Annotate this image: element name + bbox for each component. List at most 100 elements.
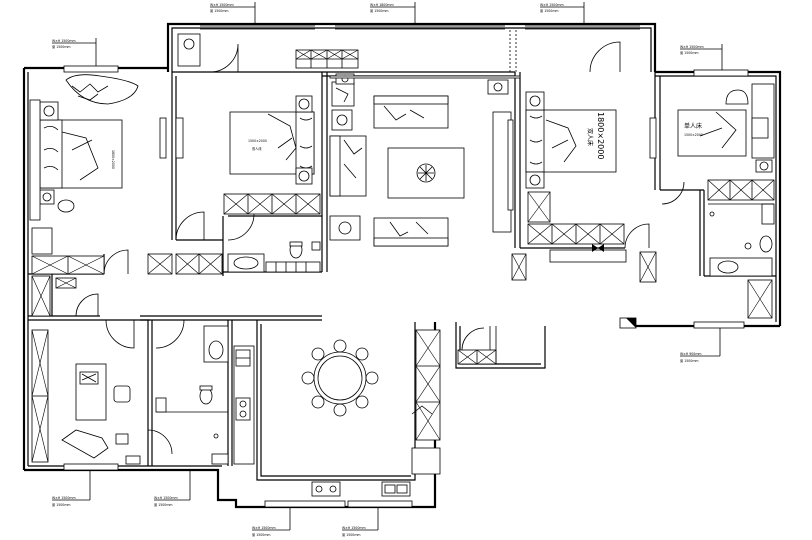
side-table-bottom xyxy=(329,215,361,241)
svg-text:窗 1500mm: 窗 1500mm xyxy=(252,532,271,537)
door-bath-mid xyxy=(227,213,255,241)
svg-text:W×H 1500mm: W×H 1500mm xyxy=(342,526,366,530)
door-top-right xyxy=(589,41,621,73)
dining-chair xyxy=(333,403,347,417)
door-right-bath xyxy=(661,181,685,205)
dining-table xyxy=(313,351,367,405)
svg-text:窗 1500mm: 窗 1500mm xyxy=(680,358,699,363)
bed-middle-headboard xyxy=(295,111,315,175)
door-left-bedroom xyxy=(103,249,129,275)
nightstand-mid-1 xyxy=(295,95,313,113)
dim-top-1: W×H 1500mm 窗 1500mm xyxy=(210,2,256,24)
stove-kitchen xyxy=(235,397,251,421)
svg-text:W×H 900mm: W×H 900mm xyxy=(680,352,702,356)
svg-text:窗 1500mm: 窗 1500mm xyxy=(342,532,361,537)
dimension-tags: W×H 1500mm 窗 1500mm W×H 1800mm 窗 1500mm … xyxy=(52,2,723,537)
svg-text:W×H 1500mm: W×H 1500mm xyxy=(210,3,234,7)
nightstand-1 xyxy=(39,101,59,121)
window-top-left xyxy=(200,25,315,30)
vanity-lower xyxy=(203,325,229,363)
nightstand-2 xyxy=(39,189,55,205)
left-bedroom: 1800×2000 xyxy=(29,74,139,255)
wardrobe-left xyxy=(29,99,41,221)
stove-bottom xyxy=(311,481,341,497)
dining-chair xyxy=(365,371,379,385)
window-top-right xyxy=(525,25,640,30)
windows xyxy=(63,25,749,508)
far-right-bathroom xyxy=(707,179,775,319)
lounge-chair xyxy=(61,429,109,459)
dim-bottom-4: W×H 1500mm 窗 1500mm xyxy=(342,507,379,537)
tv-panel xyxy=(507,119,514,211)
svg-text:W×H 1500mm: W×H 1500mm xyxy=(154,496,178,500)
armchair-top xyxy=(331,81,355,107)
bed-far-right-size: 1500×2000 xyxy=(684,133,703,137)
door-top-left xyxy=(209,43,239,73)
dim-bottom-3: W×H 1500mm 窗 1500mm xyxy=(252,507,291,537)
nightstand-right-1 xyxy=(525,91,545,111)
svg-text:窗 1500mm: 窗 1500mm xyxy=(52,44,71,49)
svg-text:W×H 1500mm: W×H 1500mm xyxy=(252,526,276,530)
svg-text:W×H 1500mm: W×H 1500mm xyxy=(680,45,704,49)
dim-bottom-2: W×H 1500mm 窗 1500mm xyxy=(154,470,191,507)
dim-bottom-1: W×H 1500mm 窗 1500mm xyxy=(52,470,91,507)
wall-window-mark xyxy=(175,117,184,159)
door-lower-left xyxy=(147,429,173,455)
door-closet xyxy=(75,293,99,317)
vanity-mid xyxy=(227,253,265,273)
dining-chair xyxy=(301,371,315,385)
middle-bathroom xyxy=(227,241,321,273)
nightstand-mid-2 xyxy=(295,167,313,185)
bowtie-icon xyxy=(592,244,604,252)
chair-far-right xyxy=(725,89,749,105)
interior-walls xyxy=(28,71,776,481)
washer xyxy=(177,33,201,67)
nightstand-right-2 xyxy=(525,171,545,189)
svg-text:窗 1500mm: 窗 1500mm xyxy=(370,8,389,13)
wall-window-mark-3 xyxy=(649,117,657,159)
bed-right-sub: 双人床 xyxy=(586,128,594,146)
dining-chair xyxy=(311,347,325,361)
bed-far-right xyxy=(677,109,747,157)
doors xyxy=(75,41,685,455)
window-right-lower xyxy=(693,321,745,329)
left-wardrobe-row xyxy=(31,255,105,317)
svg-text:W×H 1800mm: W×H 1800mm xyxy=(370,3,394,7)
living-room xyxy=(329,73,521,247)
vanity-far-right xyxy=(709,257,773,277)
dining-chair xyxy=(311,395,325,409)
bed-master-headboard xyxy=(39,119,63,189)
right-bedroom: 1800×2000 双人床 xyxy=(525,91,627,263)
top-utility xyxy=(177,30,517,72)
kitchen xyxy=(233,345,411,497)
dining-chair xyxy=(355,395,369,409)
dim-right-mid: W×H 900mm 窗 1500mm xyxy=(680,328,721,363)
middle-bedroom: 1500×2000 双人床 xyxy=(223,95,321,215)
dim-left: W×H 1500mm 窗 1500mm xyxy=(52,38,97,66)
window-bottom-kitchen xyxy=(264,500,413,508)
svg-text:窗 1500mm: 窗 1500mm xyxy=(52,502,71,507)
right-hall-cabinets xyxy=(511,251,657,283)
svg-text:窗 1500mm: 窗 1500mm xyxy=(210,8,229,13)
svg-text:窗 1500mm: 窗 1500mm xyxy=(680,50,699,55)
cabinet-left xyxy=(31,227,53,255)
svg-text:窗 1500mm: 窗 1500mm xyxy=(154,502,173,507)
chair-study xyxy=(113,385,131,403)
chair-left xyxy=(57,199,75,213)
dim-right-top: W×H 1500mm 窗 1500mm xyxy=(680,44,723,70)
dining-chair xyxy=(355,347,369,361)
svg-text:W×H 1500mm: W×H 1500mm xyxy=(52,496,76,500)
wall-window-mark-2 xyxy=(159,117,167,159)
toilet-far-right xyxy=(759,235,773,253)
tv-stand-top xyxy=(487,79,509,95)
window-top-center xyxy=(335,25,505,30)
door-right-lower xyxy=(461,327,485,351)
right-lower-utility xyxy=(457,326,497,365)
svg-text:W×H 1500mm: W×H 1500mm xyxy=(540,3,564,7)
hall-cabinets xyxy=(147,253,223,275)
sofa-chair xyxy=(65,74,139,105)
bed-far-right-title: 单人床 xyxy=(684,122,702,130)
door-bedroom-mid xyxy=(175,211,205,241)
window-bottom-left xyxy=(63,463,119,471)
